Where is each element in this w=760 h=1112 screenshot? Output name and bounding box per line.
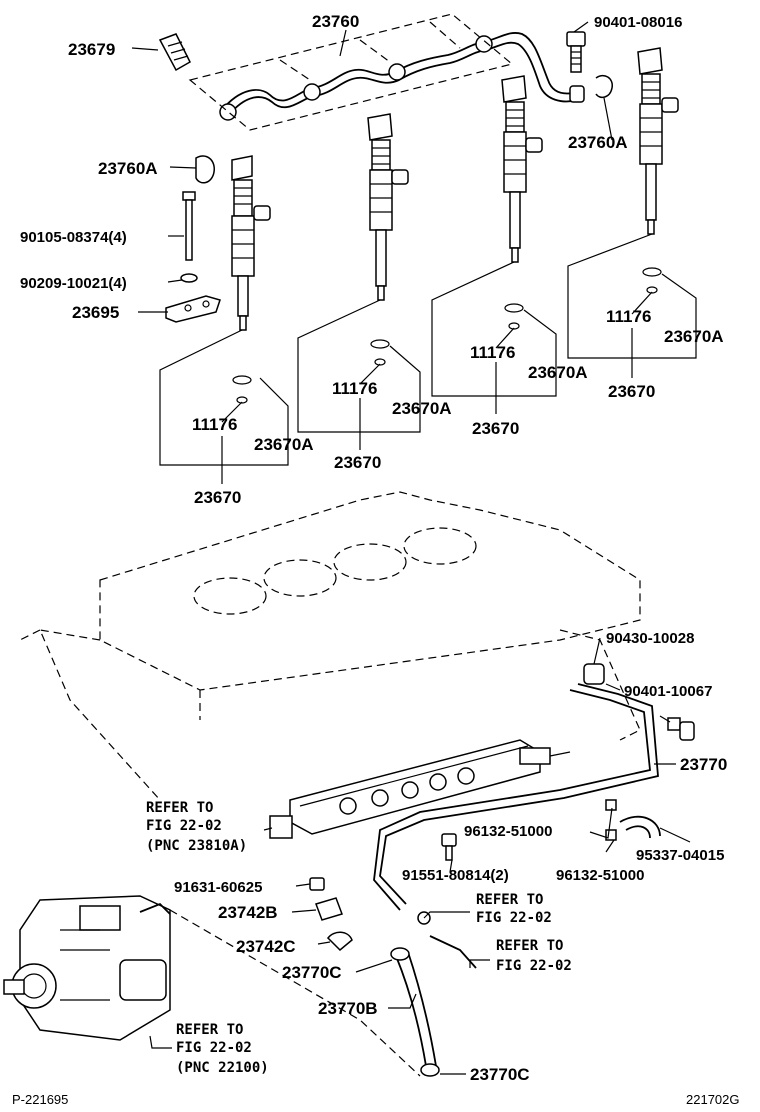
rail-ref-line-2: FIG 22-02 xyxy=(146,818,222,834)
leader-lines-injector-4 xyxy=(567,233,697,378)
bolt-91631-60625 xyxy=(309,877,325,891)
label-23770: 23770 xyxy=(680,755,727,774)
label-90209-10021: 90209-10021(4) xyxy=(20,275,127,292)
clamp-23695 xyxy=(165,295,221,323)
leader-lines xyxy=(131,21,691,1075)
label-90401-10067: 90401-10067 xyxy=(624,683,712,700)
leader-lines-injector-3 xyxy=(431,261,557,414)
leader-lines-injector-2 xyxy=(297,299,421,450)
hose-ref-b-line-1: REFER TO xyxy=(496,938,563,954)
label-23670-1: 23670 xyxy=(194,488,241,507)
clamp-23742b xyxy=(315,897,343,921)
bolt-90401-08016 xyxy=(566,31,586,73)
pump-ref-line-2: FIG 22-02 xyxy=(176,1040,252,1056)
fuel-pipe-23770 xyxy=(373,683,659,911)
injector-23670-3 xyxy=(501,75,543,263)
pump-ref-line-3: (PNC 22100) xyxy=(176,1060,269,1076)
pump-dashed-guide xyxy=(169,909,421,1077)
label-91631-60625: 91631-60625 xyxy=(174,879,262,896)
label-23670-4: 23670 xyxy=(608,382,655,401)
hose-ref-b-line-2: FIG 22-02 xyxy=(496,958,572,974)
hose-to-fig-22-02 xyxy=(429,935,477,969)
page-id: P-221695 xyxy=(12,1092,68,1107)
label-23760a-left: 23760A xyxy=(98,159,158,178)
injector-23670-2 xyxy=(367,113,409,301)
label-23670-3: 23670 xyxy=(472,419,519,438)
rail-ref-line-3: (PNC 23810A) xyxy=(146,838,247,854)
injector-23670-4 xyxy=(637,47,679,235)
label-23695: 23695 xyxy=(72,303,119,322)
hose-23770b xyxy=(395,951,437,1067)
pipe-group-dashed-outline xyxy=(188,13,514,131)
label-11176-2: 11176 xyxy=(332,379,377,398)
clamps-96132-51000 xyxy=(605,799,617,841)
label-23742c: 23742C xyxy=(236,937,296,956)
label-96132-51000-b: 96132-51000 xyxy=(556,867,644,884)
hose-ref-a-line-1: REFER TO xyxy=(476,892,543,908)
union-bolt-23679 xyxy=(158,33,191,72)
hose-ref-a-line-2: FIG 22-02 xyxy=(476,910,552,926)
label-23670a-3: 23670A xyxy=(528,363,588,382)
bolt-91551-80814 xyxy=(441,833,457,861)
label-90430-10028: 90430-10028 xyxy=(606,630,694,647)
seal-set-2 xyxy=(370,339,390,366)
label-90105-08374: 90105-08374(4) xyxy=(20,229,127,246)
clip-23770c-upper xyxy=(390,947,410,961)
label-11176-3: 11176 xyxy=(470,343,515,362)
label-91551-80814: 91551-80814(2) xyxy=(402,867,509,884)
common-rail xyxy=(269,739,571,839)
label-95337-04015: 95337-04015 xyxy=(636,847,724,864)
engine-head-outline xyxy=(19,491,641,801)
fitting-90430-10028 xyxy=(583,663,605,685)
label-23760: 23760 xyxy=(312,12,359,31)
figure-id: 221702G xyxy=(686,1092,740,1107)
label-23670a-4: 23670A xyxy=(664,327,724,346)
seal-set-1 xyxy=(232,375,252,404)
washer-90209-10021 xyxy=(180,273,198,283)
clamp-23742c xyxy=(327,931,353,952)
seal-set-4 xyxy=(642,267,662,294)
bolt-90401-10067 xyxy=(667,717,695,741)
pipe-group-dashed-ticks xyxy=(279,21,461,81)
clip-23770c-lower xyxy=(420,1063,440,1077)
leak-off-pipe-23760 xyxy=(219,32,585,121)
label-23670a-2: 23670A xyxy=(392,399,452,418)
leader-lines-injector-1 xyxy=(159,329,289,484)
bolt-90105-08374 xyxy=(182,191,196,261)
clip-23760a-left xyxy=(195,155,215,184)
label-23679: 23679 xyxy=(68,40,115,59)
supply-pump xyxy=(3,895,171,1041)
hose-95337-04015 xyxy=(619,815,661,839)
injector-23670-1 xyxy=(231,155,271,331)
label-23770c-a: 23770C xyxy=(282,963,342,982)
label-11176-1: 11176 xyxy=(192,415,237,434)
pump-ref-line-1: REFER TO xyxy=(176,1022,243,1038)
label-90401-08016: 90401-08016 xyxy=(594,14,682,31)
label-23770c-b: 23770C xyxy=(470,1065,530,1084)
seal-set-3 xyxy=(504,303,524,330)
rail-ref-line-1: REFER TO xyxy=(146,800,213,816)
label-23670-2: 23670 xyxy=(334,453,381,472)
label-23760a-top: 23760A xyxy=(568,133,628,152)
label-23670a-1: 23670A xyxy=(254,435,314,454)
label-23742b: 23742B xyxy=(218,903,278,922)
label-11176-4: 11176 xyxy=(606,307,651,326)
clip-23760a-top xyxy=(595,74,613,99)
label-96132-51000-a: 96132-51000 xyxy=(464,823,552,840)
label-23770b: 23770B xyxy=(318,999,378,1018)
